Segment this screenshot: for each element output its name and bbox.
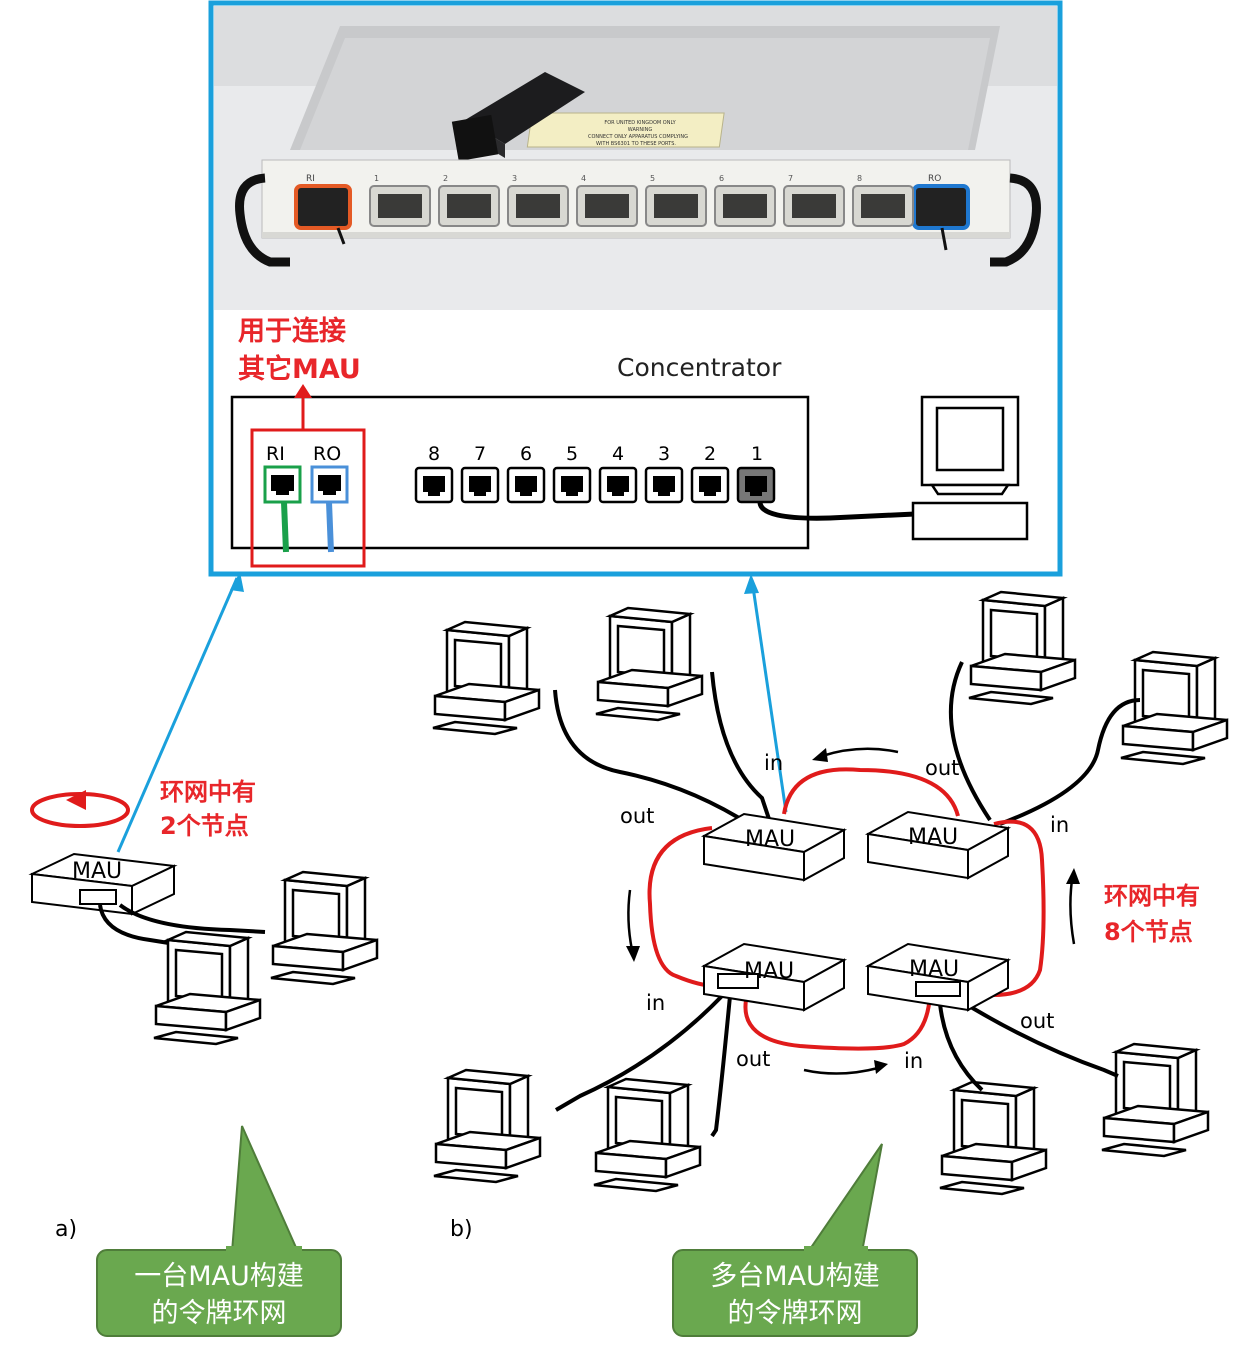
photo-port-number: 7 [788,174,793,183]
callout-b: 多台MAU构建 的令牌环网 [672,1143,918,1337]
ro-label: RO [313,443,341,465]
port-label: 1 [751,443,763,465]
warning-line-4: WITH BS6301 TO THESE PORTS. [596,141,676,147]
label-in-bottom: in [904,1049,923,1073]
warning-line-1: FOR UNITED KINGDOM ONLY [604,120,676,126]
photo-ports [369,185,914,227]
concentrator-title: Concentrator [617,353,782,382]
pointer-line-b [750,579,788,813]
pc-cable [757,501,916,521]
caption-b: b) [450,1217,473,1242]
callout-a-line2: 的令牌环网 [152,1298,287,1329]
schematic-computer [911,395,1029,541]
ro-cable [326,501,334,553]
mau-b-bottom-left-label: MAU [744,959,794,984]
flow-arrow-top [821,747,899,758]
ring-b-note-line2: 8个节点 [1104,918,1193,946]
photo-ro-port [912,184,970,230]
port-label: 3 [658,443,670,465]
callout-a-line1: 一台MAU构建 [134,1261,304,1292]
flow-arrow-left [627,889,634,951]
port-label: 2 [704,443,716,465]
flow-arrow-bottom [803,1066,879,1075]
computer-b7 [938,1080,1048,1196]
label-out-right: out [1020,1009,1054,1033]
callout-b-line1: 多台MAU构建 [710,1261,880,1292]
ring-a-note-line1: 环网中有 [160,778,256,806]
diagram-b: MAU MAU MAU MAU [431,590,1229,1242]
computer-b1 [431,620,541,736]
photo-port-number: 2 [443,174,448,183]
photo-port-number: 1 [374,174,379,183]
port-label: 8 [428,443,440,465]
concentrator-ports [414,466,776,504]
mau-b-top-left-label: MAU [745,827,795,852]
computer-b8 [1100,1042,1210,1158]
concentrator-schematic: Concentrator RI RO 8 7 6 5 4 3 [230,315,1029,568]
media-filter-module [451,72,585,162]
port-label: 6 [520,443,532,465]
ri-label: RI [266,443,285,465]
pointer-line-a [116,577,239,853]
ring-b-note-line1: 环网中有 [1104,882,1200,910]
computer-a2 [152,930,262,1046]
photo-port-number: 5 [650,174,655,183]
zoom-frame [208,0,1063,577]
label-out-bottom: out [736,1047,770,1071]
mau-b-top-right-label: MAU [908,825,958,850]
computer-b5 [432,1068,542,1184]
warning-line-3: CONNECT ONLY APPARATUS COMPLYING [588,134,688,140]
computer-a1 [269,870,379,986]
port-label: 4 [612,443,624,465]
ri-ro-note-line1: 用于连接 [238,315,346,347]
port-label: 5 [566,443,578,465]
label-in-left: in [646,991,665,1015]
callout-a: 一台MAU构建 的令牌环网 [96,1125,342,1337]
photo-port-number: 6 [719,174,724,183]
diagram-a: 环网中有 2个节点 MAU a) [28,778,379,1242]
mau-b-bottom-right-label: MAU [909,957,959,982]
photo-port-number: 4 [581,174,586,183]
concentrator-photo: FOR UNITED KINGDOM ONLY WARNING CONNECT … [214,6,1057,310]
photo-port-numbers: 1 2 3 4 5 6 7 8 [374,174,862,183]
warning-line-2: WARNING [628,127,653,133]
photo-port-number: 8 [857,174,862,183]
ri-ro-highlight [250,428,366,568]
ring-a-note-line2: 2个节点 [160,812,249,840]
mau-b-top-right [864,810,1012,880]
photo-ro-label: RO [928,174,941,184]
label-in-top: in [764,751,783,775]
label-in-right: in [1050,813,1069,837]
computer-b4 [1119,650,1229,766]
port-label: 7 [474,443,486,465]
callout-b-line2: 的令牌环网 [728,1298,863,1329]
mau-b-bottom-right [864,942,1012,1012]
mau-b-bottom-left [700,942,848,1012]
flow-arrow-right [1069,879,1076,945]
photo-ri-port [294,184,352,230]
caption-a: a) [55,1217,77,1242]
photo-port-number: 3 [512,174,517,183]
computer-b2 [594,606,704,722]
photo-ri-label: RI [306,174,315,184]
ri-ro-note-line2: 其它MAU [238,353,361,385]
label-out-top: out [925,756,959,780]
mau-a-label: MAU [72,859,122,884]
label-out-left: out [620,804,654,828]
ri-cable [281,501,289,553]
computer-b6 [592,1077,702,1193]
mau-b-top-left [700,812,848,882]
computer-b3 [967,590,1077,706]
